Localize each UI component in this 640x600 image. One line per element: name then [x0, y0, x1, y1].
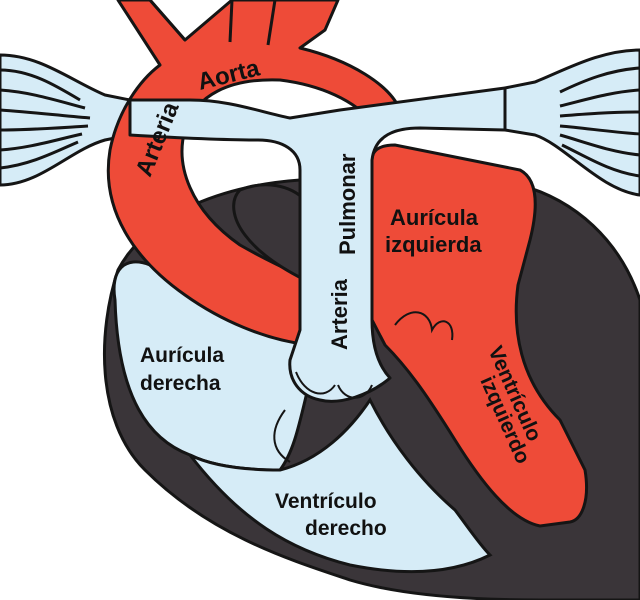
left-lung-vessels — [0, 53, 132, 187]
right-ventricle — [188, 397, 493, 574]
label-ventriculo-derecho-2: derecho — [305, 517, 387, 540]
label-auricula-izquierda-1: Aurícula — [390, 205, 479, 230]
tricuspid-valve — [273, 409, 291, 463]
label-pulmonar: Pulmonar — [335, 153, 360, 255]
arch-inner-muscle — [232, 183, 307, 283]
label-auricula-izquierda-2: izquierda — [385, 232, 482, 257]
mitral-valve — [394, 311, 454, 341]
label-auricula-derecha-2: derecha — [140, 372, 221, 395]
pulmonary-artery — [128, 86, 507, 403]
left-heart-chambers — [370, 143, 589, 528]
label-ventriculo-derecho-1: Ventrículo — [275, 490, 377, 513]
label-auricula-derecha-1: Aurícula — [140, 344, 224, 367]
label-pulmonar-arteria: Arteria — [327, 278, 352, 350]
right-lung-vessels — [503, 48, 640, 197]
